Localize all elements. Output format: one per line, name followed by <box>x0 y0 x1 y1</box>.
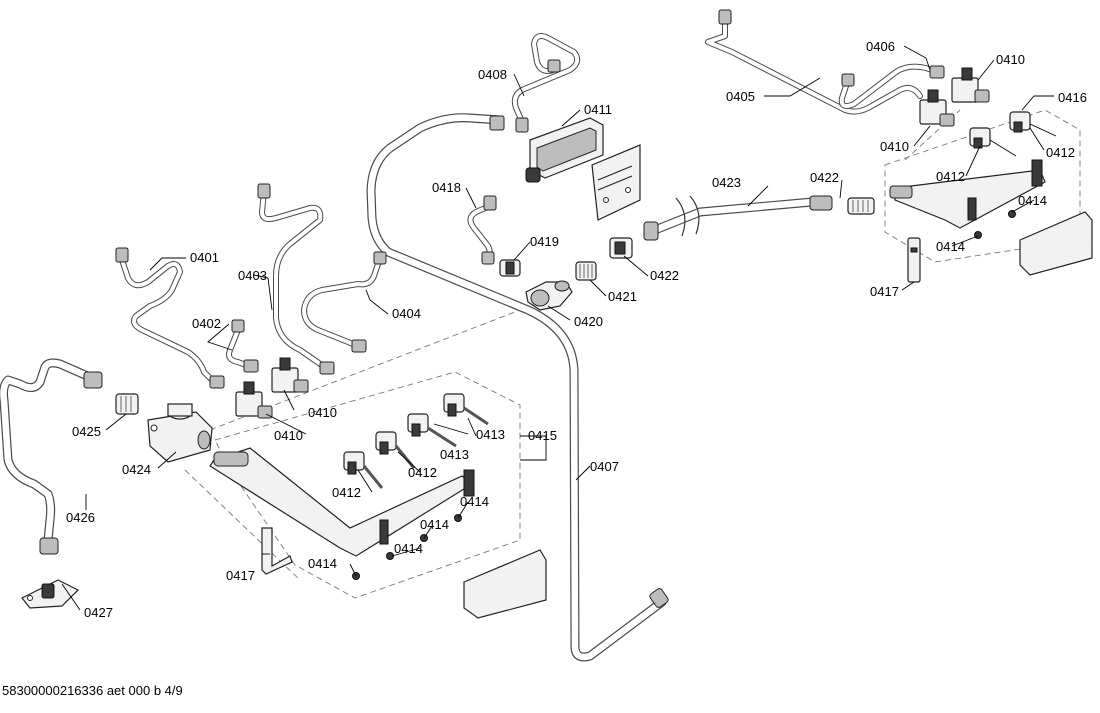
drawing-reference: 58300000216336 aet 000 b 4/9 <box>2 683 183 698</box>
label-0414-right-lower[interactable]: 0414 <box>936 239 965 254</box>
pressure-regulator-0424[interactable] <box>147 403 213 463</box>
label-0412-left-a[interactable]: 0412 <box>332 485 361 500</box>
pipe-0408[interactable] <box>489 33 581 133</box>
bracket-0417-right[interactable] <box>907 237 921 283</box>
pipe-0405[interactable] <box>705 9 923 115</box>
label-0414-left-c[interactable]: 0414 <box>460 494 489 509</box>
label-0413-upper[interactable]: 0413 <box>476 427 505 442</box>
main-gas-pipe-0407[interactable] <box>366 113 669 662</box>
label-0414-right-upper[interactable]: 0414 <box>1018 193 1047 208</box>
part-labels: 0401 0402 0403 0404 0405 0406 0407 0408 … <box>66 39 1087 620</box>
tee-fitting-0420[interactable] <box>525 280 573 311</box>
pipe-0404[interactable] <box>301 251 387 353</box>
label-0412-upper-right[interactable]: 0412 <box>1046 145 1075 160</box>
fitting-0421[interactable] <box>575 261 597 281</box>
label-0406[interactable]: 0406 <box>866 39 895 54</box>
valve-0413-left-a[interactable] <box>407 413 457 448</box>
solenoid-valve-0410-left-upper[interactable] <box>271 357 309 393</box>
pipe-0406[interactable] <box>838 63 945 109</box>
label-0418[interactable]: 0418 <box>432 180 461 195</box>
label-0422-right[interactable]: 0422 <box>810 170 839 185</box>
label-0412-left-b[interactable]: 0412 <box>408 465 437 480</box>
valve-0412-left-a[interactable] <box>343 451 384 489</box>
label-0401[interactable]: 0401 <box>190 250 219 265</box>
label-0415[interactable]: 0415 <box>528 428 557 443</box>
label-0422-left[interactable]: 0422 <box>650 268 679 283</box>
fitting-0419[interactable] <box>499 259 521 277</box>
label-0427[interactable]: 0427 <box>84 605 113 620</box>
burner-rail-right[interactable] <box>889 159 1046 229</box>
label-0407[interactable]: 0407 <box>590 459 619 474</box>
pipe-0426[interactable] <box>0 358 103 555</box>
bracket-left-lower <box>463 549 547 619</box>
pipe-0401[interactable] <box>115 247 225 389</box>
label-0425[interactable]: 0425 <box>72 424 101 439</box>
control-module-0411[interactable] <box>525 117 604 183</box>
label-0404[interactable]: 0404 <box>392 306 421 321</box>
valve-0412-left-b[interactable] <box>375 431 416 469</box>
solenoid-valve-0410-lower-right[interactable] <box>919 89 955 127</box>
solenoid-valve-0410-left-lower[interactable] <box>235 381 273 419</box>
label-0424[interactable]: 0424 <box>122 462 151 477</box>
label-0414-left-b[interactable]: 0414 <box>420 517 449 532</box>
screws-0414-right[interactable] <box>974 210 1016 239</box>
label-0408[interactable]: 0408 <box>478 67 507 82</box>
label-0412-lower-right[interactable]: 0412 <box>936 169 965 184</box>
label-0402[interactable]: 0402 <box>192 316 221 331</box>
mounting-plate <box>591 144 641 221</box>
valve-0412-upper-right[interactable] <box>1009 111 1057 137</box>
label-0413-lower[interactable]: 0413 <box>440 447 469 462</box>
solenoid-valve-0410-upper-right[interactable] <box>951 67 990 103</box>
pipe-0403[interactable] <box>257 183 335 375</box>
fitting-0425[interactable] <box>115 393 139 415</box>
pipe-0418[interactable] <box>467 195 497 265</box>
leader-lines <box>61 45 1054 611</box>
pipe-0402[interactable] <box>226 319 259 373</box>
label-0416[interactable]: 0416 <box>1058 90 1087 105</box>
fitting-0422-right[interactable] <box>847 197 875 215</box>
label-0410-left-lower[interactable]: 0410 <box>274 428 303 443</box>
bracket-0417-left[interactable] <box>261 527 293 575</box>
label-0426[interactable]: 0426 <box>66 510 95 525</box>
hose-0423[interactable] <box>643 195 833 241</box>
label-0414-left-a[interactable]: 0414 <box>394 541 423 556</box>
label-0417-left[interactable]: 0417 <box>226 568 255 583</box>
label-0411[interactable]: 0411 <box>584 102 612 117</box>
burner-rail-left[interactable] <box>209 447 475 557</box>
label-0403[interactable]: 0403 <box>238 268 267 283</box>
label-0419[interactable]: 0419 <box>530 234 559 249</box>
label-0410-upper-right[interactable]: 0410 <box>996 52 1025 67</box>
valve-0412-lower-right[interactable] <box>969 127 1017 157</box>
valve-0413-left-b[interactable] <box>443 393 489 426</box>
bracket-right <box>1019 211 1093 276</box>
label-0421[interactable]: 0421 <box>608 289 637 304</box>
label-0405[interactable]: 0405 <box>726 89 755 104</box>
label-0410-lower-right[interactable]: 0410 <box>880 139 909 154</box>
label-0410-left-upper[interactable]: 0410 <box>308 405 337 420</box>
label-0414-left-d[interactable]: 0414 <box>308 556 337 571</box>
bracket-0427[interactable] <box>21 579 80 609</box>
label-0423[interactable]: 0423 <box>712 175 741 190</box>
label-0417-right[interactable]: 0417 <box>870 284 899 299</box>
fitting-0422-left[interactable] <box>609 237 633 259</box>
label-0420[interactable]: 0420 <box>574 314 603 329</box>
